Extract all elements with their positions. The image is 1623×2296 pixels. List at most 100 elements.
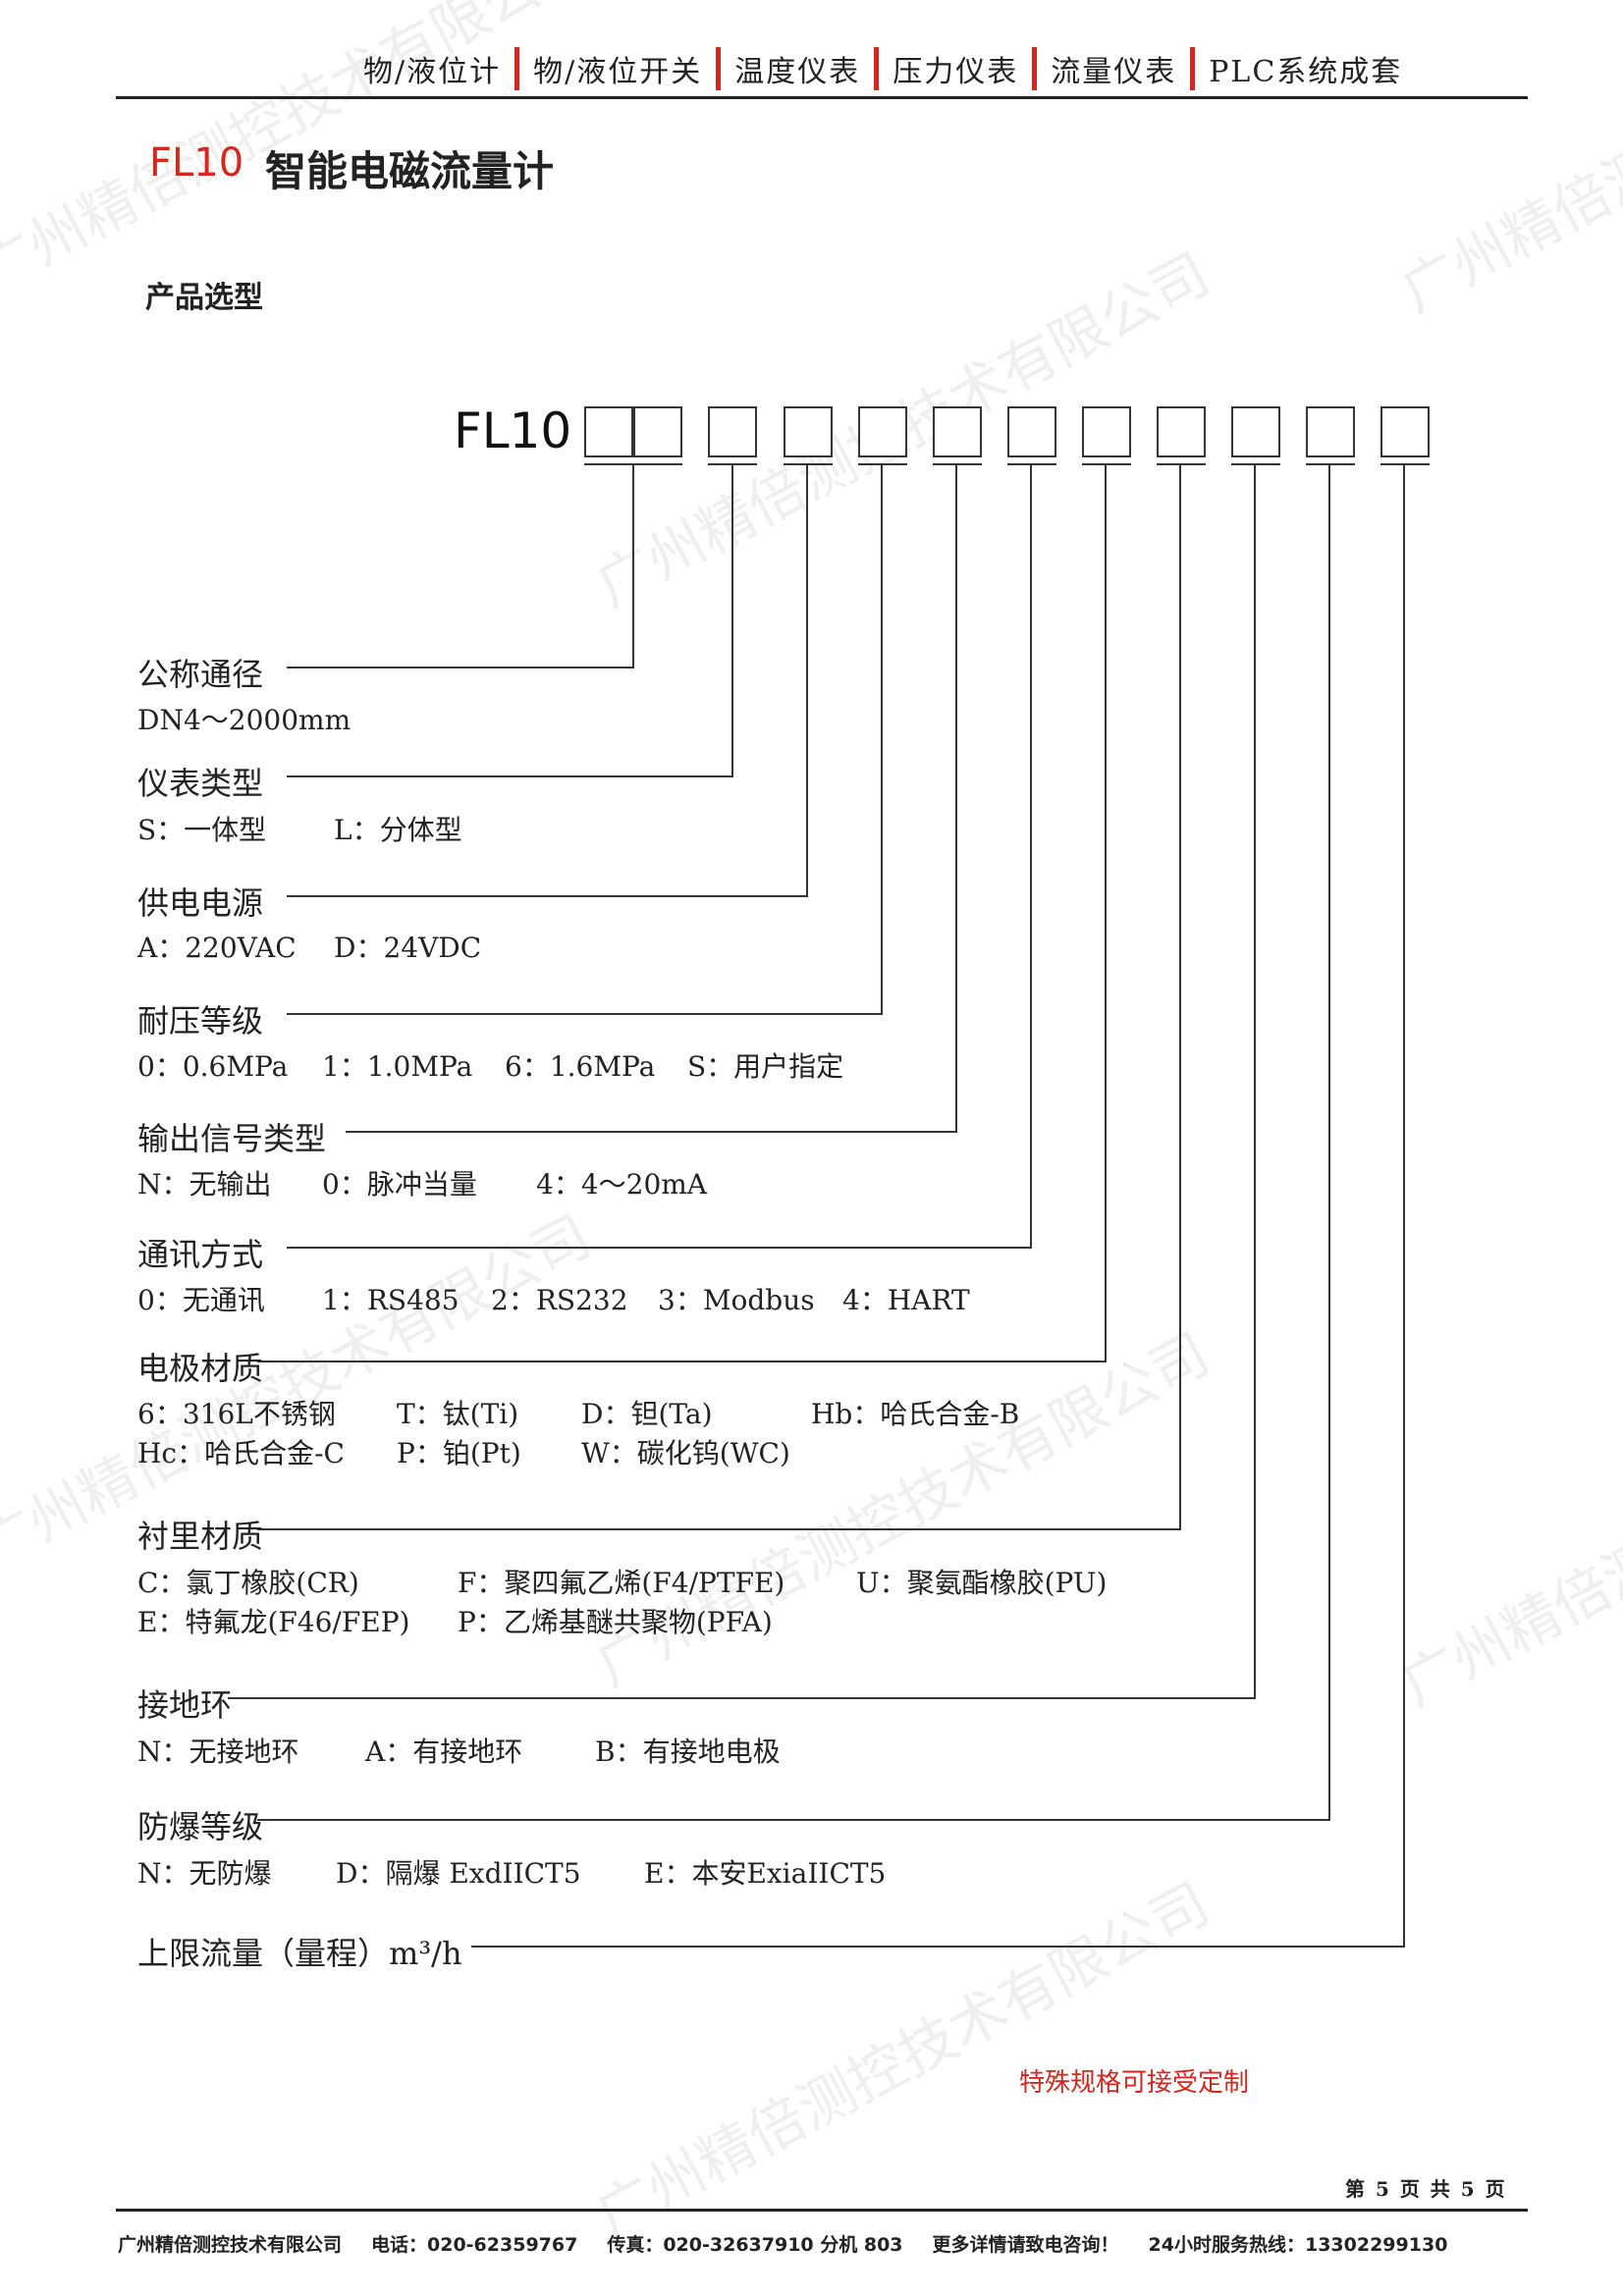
model-code-slot bbox=[1157, 406, 1206, 457]
nav-item[interactable]: PLC系统成套 bbox=[1209, 55, 1403, 89]
field-option: N：无输出 bbox=[137, 1168, 272, 1201]
page-number: 第 5 页 共 5 页 bbox=[1345, 2177, 1507, 2201]
field-option: P：乙烯基醚共聚物(PFA) bbox=[458, 1606, 773, 1638]
field-option: P：铂(Pt) bbox=[397, 1437, 521, 1469]
field-title: 输出信号类型 bbox=[137, 1120, 327, 1157]
field-option: U：聚氨酯橡胶(PU) bbox=[856, 1567, 1108, 1599]
model-code-slot bbox=[1306, 406, 1355, 457]
model-code-underline bbox=[1157, 463, 1206, 465]
field-option: 1：1.0MPa bbox=[322, 1050, 473, 1083]
field-title: 衬里材质 bbox=[137, 1518, 264, 1555]
model-code-underline bbox=[1306, 463, 1355, 465]
product-model: FL10 bbox=[149, 140, 244, 186]
field-option: A：220VAC bbox=[137, 932, 297, 964]
model-code-underline bbox=[1231, 463, 1280, 465]
nav-item[interactable]: 压力仪表 bbox=[893, 55, 1019, 89]
field-option: C：氯丁橡胶(CR) bbox=[137, 1567, 359, 1599]
field-option: 2：RS232 bbox=[491, 1284, 628, 1316]
field-option: 1：RS485 bbox=[322, 1284, 460, 1316]
field-option: 0：脉冲当量 bbox=[322, 1168, 477, 1201]
nav-separator bbox=[1190, 47, 1196, 90]
field-option: Hb：哈氏合金-B bbox=[811, 1398, 1020, 1430]
field-title: 电极材质 bbox=[137, 1350, 264, 1387]
field-title: 仪表类型 bbox=[137, 765, 264, 802]
model-code-slot bbox=[858, 406, 907, 457]
connector-line bbox=[287, 465, 883, 1015]
field-option: A：有接地环 bbox=[365, 1735, 523, 1768]
model-code-slot bbox=[584, 406, 633, 457]
field-option: 3：Modbus bbox=[658, 1284, 815, 1316]
field-title: 防爆等级 bbox=[137, 1808, 264, 1845]
connector-line bbox=[257, 465, 1181, 1530]
model-code-underline bbox=[784, 463, 833, 465]
field-title: 公称通径 bbox=[137, 656, 264, 693]
field-option: L：分体型 bbox=[334, 814, 462, 846]
model-code-slot bbox=[1082, 406, 1131, 457]
custom-note: 特殊规格可接受定制 bbox=[1019, 2068, 1250, 2098]
nav-separator bbox=[514, 47, 520, 90]
field-title: 供电电源 bbox=[137, 884, 264, 922]
field-option: 4：HART bbox=[842, 1284, 970, 1316]
field-option: 6：316L不锈钢 bbox=[137, 1398, 336, 1430]
connector-line bbox=[257, 465, 1107, 1362]
connector-line bbox=[287, 465, 634, 668]
connector-line bbox=[228, 465, 1256, 1699]
footer-phone: 电话：020-62359767 bbox=[371, 2234, 578, 2256]
nav-separator bbox=[1032, 47, 1038, 90]
model-code-slot bbox=[1231, 406, 1280, 457]
header-divider bbox=[116, 96, 1528, 99]
nav-item[interactable]: 温度仪表 bbox=[734, 55, 861, 89]
nav-item[interactable]: 物/液位计 bbox=[363, 55, 502, 89]
field-option: D：隔爆 ExdIICT5 bbox=[336, 1857, 581, 1890]
field-option: S：一体型 bbox=[137, 814, 267, 846]
field-option: E：特氟龙(F46/FEP) bbox=[137, 1606, 410, 1638]
field-option: D：钽(Ta) bbox=[581, 1398, 713, 1430]
connector-line bbox=[287, 465, 808, 897]
field-option: 0：无通讯 bbox=[137, 1284, 265, 1316]
connector-line bbox=[257, 465, 1330, 1821]
nav-item[interactable]: 物/液位开关 bbox=[533, 55, 703, 89]
footer: 广州精倍测控技术有限公司 电话：020-62359767 传真：020-3263… bbox=[118, 2230, 1447, 2257]
field-option: 4：4～20mA bbox=[536, 1168, 708, 1201]
field-title: 接地环 bbox=[137, 1686, 233, 1724]
connector-line bbox=[287, 465, 733, 777]
footer-divider bbox=[116, 2209, 1528, 2212]
footer-consult: 更多详情请致电咨询！ bbox=[932, 2234, 1119, 2256]
model-code-underline bbox=[1380, 463, 1430, 465]
model-code-underline bbox=[584, 463, 682, 465]
footer-company: 广州精倍测控技术有限公司 bbox=[118, 2234, 343, 2256]
field-option: T：钛(Ti) bbox=[397, 1398, 519, 1430]
field-option: N：无防爆 bbox=[137, 1857, 272, 1890]
connector-line bbox=[287, 465, 1032, 1249]
field-title: 上限流量（量程）m³/h bbox=[137, 1935, 462, 1972]
model-code-slot bbox=[933, 406, 982, 457]
model-code-underline bbox=[1082, 463, 1131, 465]
nav-separator bbox=[874, 47, 880, 90]
field-option: D：24VDC bbox=[334, 932, 482, 964]
connector-line bbox=[471, 465, 1405, 1948]
model-code-slot bbox=[1007, 406, 1056, 457]
model-code-underline bbox=[1007, 463, 1056, 465]
field-title: 通讯方式 bbox=[137, 1236, 264, 1273]
field-option: DN4～2000mm bbox=[137, 704, 352, 736]
model-code-prefix: FL10 bbox=[454, 402, 572, 459]
field-option: S：用户指定 bbox=[687, 1050, 844, 1083]
footer-hotline: 24小时服务热线：13302299130 bbox=[1148, 2234, 1448, 2256]
nav-item[interactable]: 流量仪表 bbox=[1051, 55, 1177, 89]
field-option: Hc：哈氏合金-C bbox=[137, 1437, 345, 1469]
field-title: 耐压等级 bbox=[137, 1002, 264, 1040]
model-code-underline bbox=[933, 463, 982, 465]
field-option: W：碳化钨(WC) bbox=[581, 1437, 790, 1469]
product-name: 智能电磁流量计 bbox=[265, 147, 555, 195]
model-code-slot bbox=[1380, 406, 1430, 457]
header-nav: 物/液位计 物/液位开关 温度仪表 压力仪表 流量仪表 PLC系统成套 bbox=[363, 43, 1402, 94]
footer-fax: 传真：020-32637910 分机 803 bbox=[607, 2234, 903, 2256]
field-option: B：有接地电极 bbox=[595, 1735, 781, 1768]
model-code-underline bbox=[708, 463, 757, 465]
connector-line bbox=[346, 465, 957, 1133]
field-option: 6：1.6MPa bbox=[505, 1050, 656, 1083]
field-option: E：本安ExiaIICT5 bbox=[644, 1857, 887, 1890]
model-code-underline bbox=[858, 463, 907, 465]
model-code-slot bbox=[784, 406, 833, 457]
